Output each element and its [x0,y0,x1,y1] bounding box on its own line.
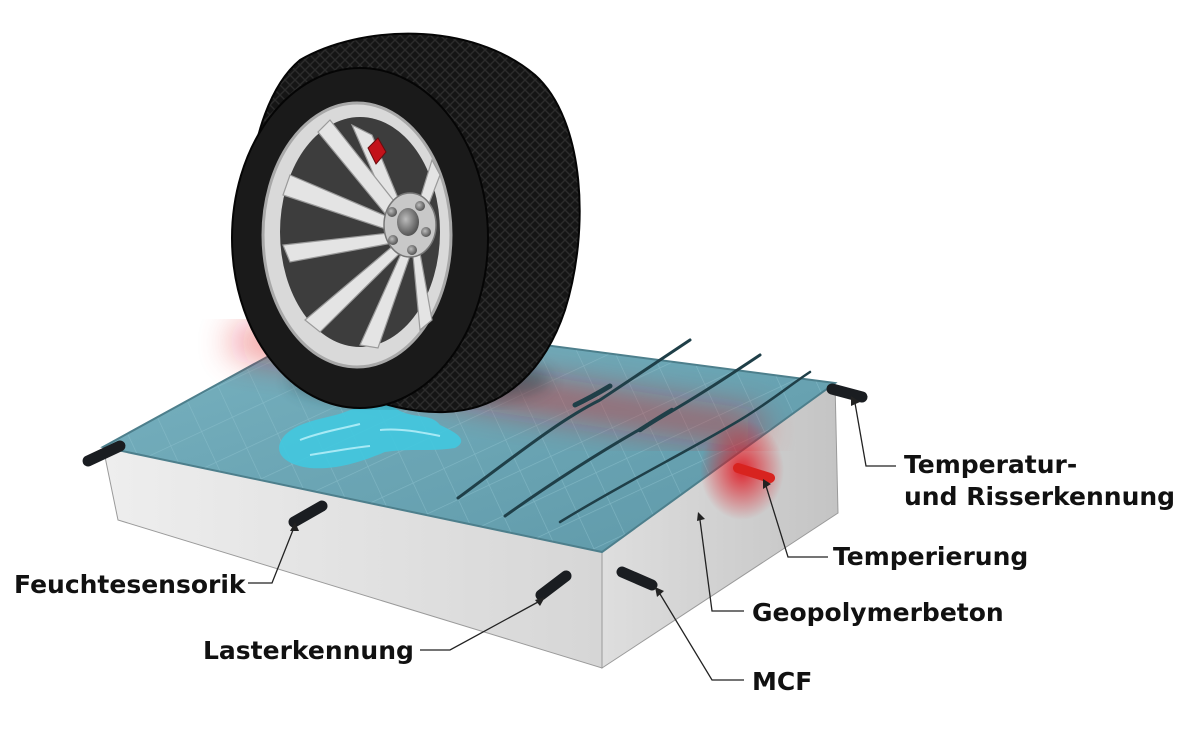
cracks [456,338,812,524]
sensor-pin-mcf [616,566,658,591]
label-geopolymer-concrete: Geopolymerbeton [752,598,1004,627]
leader-lines [248,396,896,681]
lug-nuts [387,201,431,255]
rim-spokes [282,119,441,349]
label-moisture-sensing: Feuchtesensorik [14,570,246,599]
heater-pin [733,463,775,483]
sensor-pin-left [82,440,126,467]
hub-center [397,208,419,236]
label-load-detection: Lasterkennung [203,636,414,665]
sensor-pin-temperature [826,383,868,403]
car-tire [231,32,581,414]
slab-top-edge [100,316,838,554]
rim-inner [280,117,440,347]
label-temperature-crack-line1: Temperatur- [904,450,1078,479]
label-heating: Temperierung [833,542,1029,571]
sensors [82,383,868,601]
label-mcf: MCF [752,667,813,696]
sensor-pin-load [535,570,572,601]
label-temperature-crack-line2: und Risserkennung [904,482,1176,511]
brake-caliper [367,137,387,165]
sensor-pin-moisture [288,500,328,528]
water-puddle [279,403,462,469]
